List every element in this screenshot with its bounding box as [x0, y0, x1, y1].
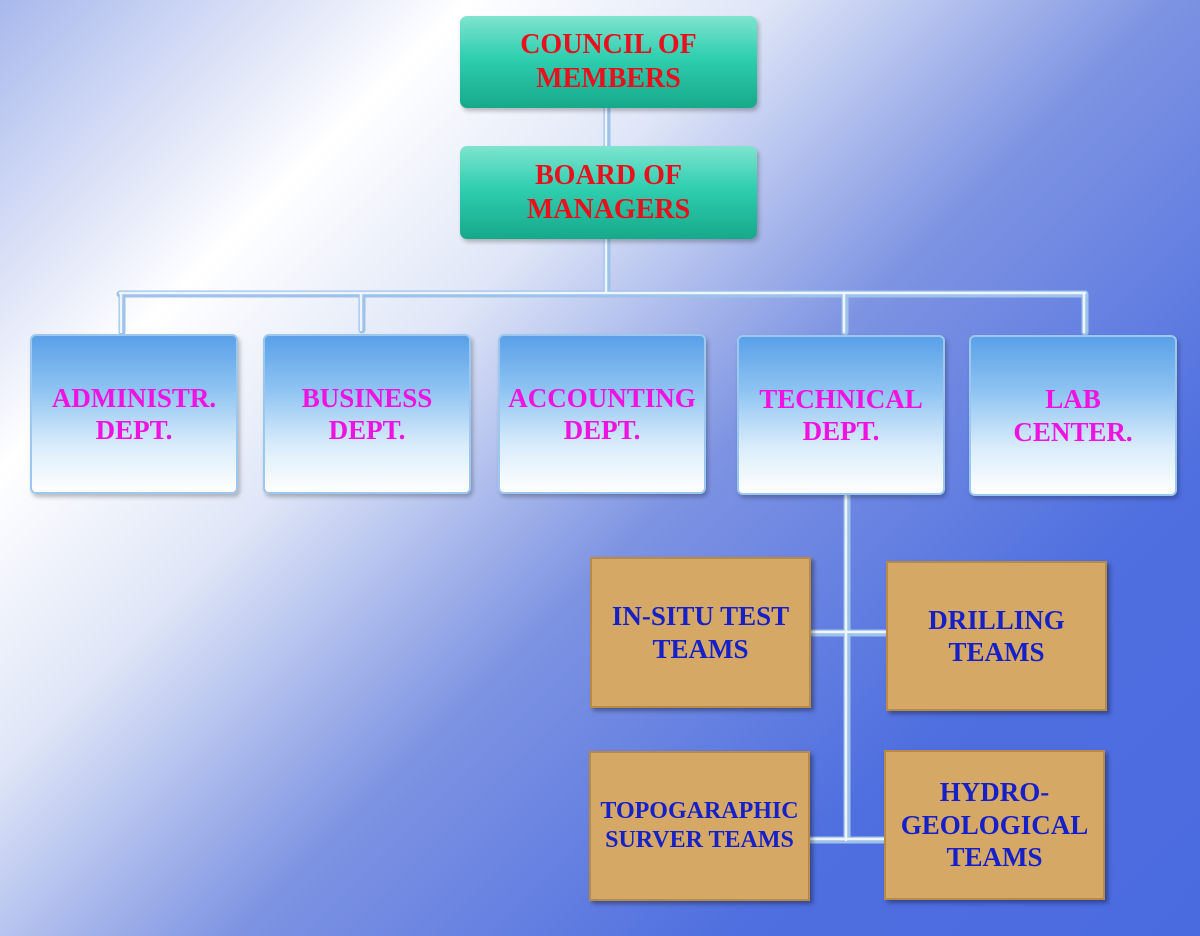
insitu-line-2: TEAMS: [652, 633, 749, 664]
technical-line-1: TECHNICAL: [759, 383, 923, 414]
business-line-2: DEPT.: [328, 415, 406, 445]
board-line-1: BOARD OF: [535, 159, 682, 191]
topographic-survey-teams-box: TOPOGARAPHIC SURVER TEAMS: [589, 751, 810, 901]
administr-line-1: ADMINISTR.: [51, 382, 217, 413]
lab-line-1: LAB: [1045, 384, 1101, 415]
administr-dept-box: ADMINISTR. DEPT.: [30, 334, 238, 494]
connector-highlight: [118, 106, 1087, 842]
hydro-line-1: HYDRO-: [939, 777, 1050, 808]
business-dept-box: BUSINESS DEPT.: [263, 334, 471, 494]
administr-line-2: DEPT.: [95, 415, 173, 445]
council-of-members-box: COUNCIL OF MEMBERS: [460, 16, 757, 108]
hydro-line-2: GEOLOGICAL: [900, 809, 1089, 840]
board-of-managers-box: BOARD OF MANAGERS: [460, 146, 757, 239]
business-line-1: BUSINESS: [301, 382, 433, 413]
accounting-dept-box: ACCOUNTING DEPT.: [498, 334, 706, 494]
council-line-1: COUNCIL OF: [520, 29, 697, 61]
in-situ-test-teams-box: IN-SITU TEST TEAMS: [590, 557, 811, 708]
accounting-line-1: ACCOUNTING: [508, 382, 696, 413]
drilling-line-1: DRILLING: [928, 604, 1065, 635]
board-line-2: MANAGERS: [526, 193, 691, 225]
lab-line-2: CENTER.: [1013, 416, 1133, 447]
accounting-line-2: DEPT.: [563, 415, 641, 445]
topographic-line-2: SURVER TEAMS: [605, 827, 794, 853]
technical-dept-box: TECHNICAL DEPT.: [737, 335, 945, 495]
hydro-line-3: TEAMS: [946, 842, 1043, 873]
lab-center-box: LAB CENTER.: [969, 335, 1177, 496]
insitu-line-1: IN-SITU TEST: [611, 601, 790, 632]
council-line-2: MEMBERS: [536, 63, 681, 94]
topographic-line-1: TOPOGARAPHIC: [600, 798, 799, 825]
technical-line-2: DEPT.: [802, 416, 880, 446]
drilling-line-2: TEAMS: [948, 637, 1045, 667]
hydro-geological-teams-box: HYDRO- GEOLOGICAL TEAMS: [884, 750, 1105, 900]
drilling-teams-box: DRILLING TEAMS: [886, 561, 1107, 711]
